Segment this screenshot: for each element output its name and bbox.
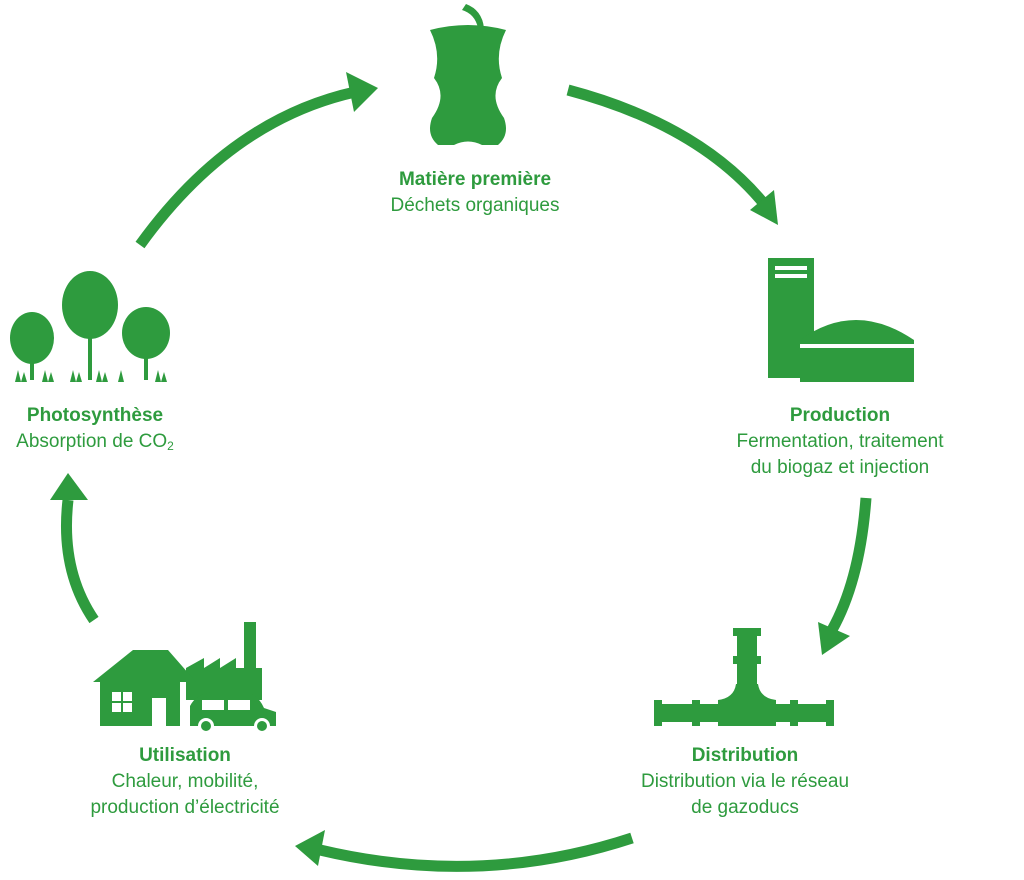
- stage-description-line: du biogaz et injection: [750, 457, 930, 478]
- cycle-arrow-photo-to-matiere: [135, 86, 357, 249]
- stage-description: Absorption de CO2: [0, 429, 190, 459]
- pipeline-icon: [654, 628, 834, 726]
- house-factory-car-icon: [93, 622, 276, 734]
- stage-description-line: production d’électricité: [90, 797, 280, 818]
- stage-production: Production Fermentation, traitement du b…: [690, 403, 990, 481]
- stage-description-line: Chaleur, mobilité,: [111, 771, 259, 792]
- stage-description: Déchets organiques: [390, 195, 560, 216]
- stage-description-line: Distribution via le réseau: [640, 771, 850, 792]
- apple-core-icon: [430, 4, 506, 145]
- cycle-arrow-matiere-to-production: [566, 84, 770, 209]
- stage-description-line: de gazoducs: [691, 797, 799, 818]
- stage-title: Production: [789, 405, 891, 426]
- arrowhead-icon: [295, 830, 325, 866]
- stage-utilisation: Utilisation Chaleur, mobilité, productio…: [40, 743, 330, 821]
- biogas-plant-icon: [768, 258, 914, 382]
- trees-icon: [10, 271, 170, 382]
- cycle-arrow-utilisation-to-photo: [61, 499, 99, 624]
- stage-title: Photosynthèse: [26, 405, 164, 426]
- stage-description-line: Fermentation, traitement: [736, 431, 944, 452]
- arrowhead-icon: [818, 622, 850, 655]
- description-text: Absorption de CO: [16, 431, 168, 452]
- subscript: 2: [167, 439, 174, 453]
- arrowhead-icon: [50, 473, 88, 500]
- arrowhead-icon: [346, 72, 378, 112]
- stage-matiere-premiere: Matière première Déchets organiques: [315, 167, 635, 219]
- stage-photosynthese: Photosynthèse Absorption de CO2: [0, 403, 190, 459]
- stage-title: Distribution: [691, 745, 799, 766]
- cycle-arrow-production-to-distribution: [827, 497, 872, 633]
- arrowhead-icon: [750, 190, 778, 225]
- cycle-arrow-distribution-to-utilisation: [318, 832, 634, 872]
- stage-title: Utilisation: [139, 745, 231, 766]
- stage-distribution: Distribution Distribution via le réseau …: [590, 743, 900, 821]
- stage-title: Matière première: [398, 169, 552, 190]
